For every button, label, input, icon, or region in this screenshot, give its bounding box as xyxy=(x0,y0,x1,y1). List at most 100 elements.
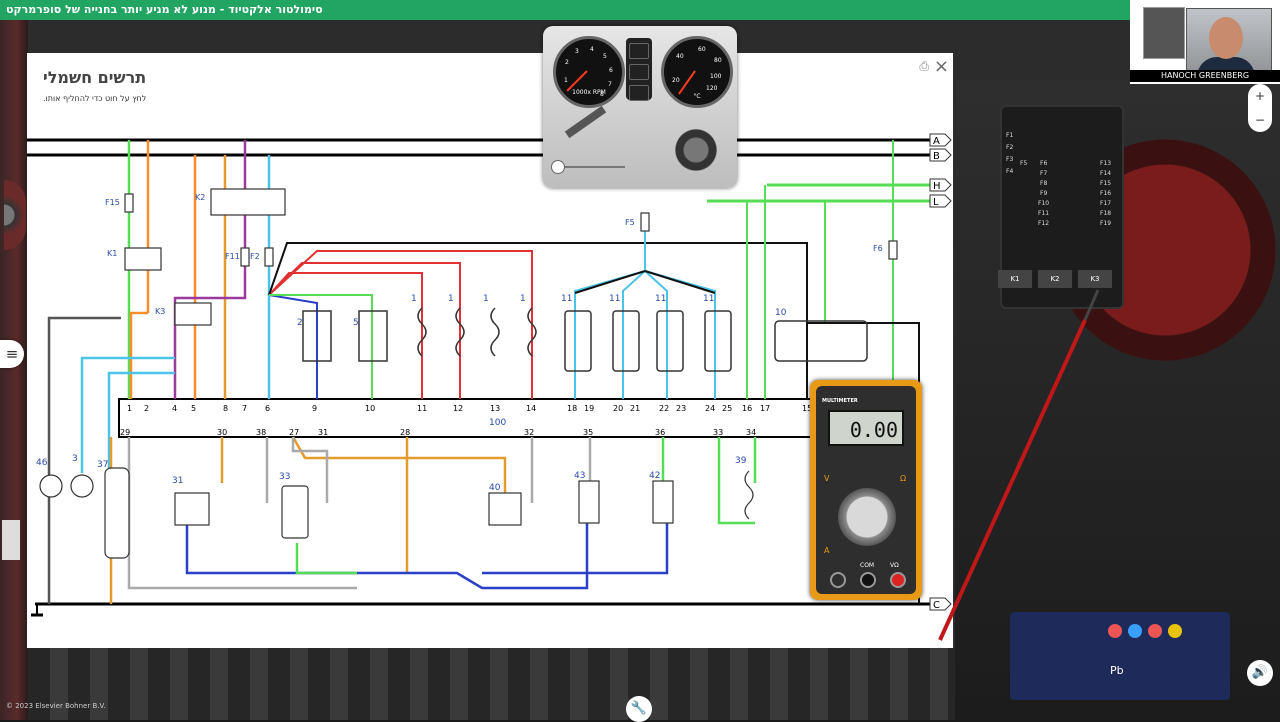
wire-blue-2[interactable] xyxy=(185,523,589,590)
battery-warning-icon xyxy=(629,43,649,59)
dashboard-slider[interactable] xyxy=(555,166,625,168)
injector-11-d[interactable] xyxy=(704,310,732,372)
fuse-f11[interactable] xyxy=(240,247,250,267)
fuse-f18[interactable]: F18 xyxy=(1100,210,1112,217)
zoom-out-icon[interactable]: − xyxy=(1254,113,1266,127)
multimeter[interactable]: MULTIMETER 0.00 V Ω A COM VΩ xyxy=(810,380,922,600)
component-31[interactable] xyxy=(174,492,210,526)
fuse-f6[interactable] xyxy=(888,240,898,260)
sensor-2-body[interactable] xyxy=(302,310,332,362)
wire-gray-4[interactable] xyxy=(291,437,329,503)
fuse-f17[interactable]: F17 xyxy=(1100,200,1112,207)
fuse-f8[interactable]: F8 xyxy=(1040,180,1048,187)
fuse-f2[interactable]: F2 xyxy=(1006,144,1014,151)
fuse-f4[interactable]: F4 xyxy=(1006,168,1014,175)
wire-gray-2[interactable] xyxy=(127,437,357,590)
motor-46[interactable] xyxy=(39,474,63,498)
fuse-f14[interactable]: F14 xyxy=(1100,170,1112,177)
wire-blue-3[interactable] xyxy=(482,523,669,575)
wire-green-9[interactable] xyxy=(717,437,755,525)
sensor-43[interactable] xyxy=(578,480,600,524)
wire-red-3[interactable] xyxy=(268,272,423,399)
zoom-control[interactable]: + − xyxy=(1248,84,1272,132)
engine-warning-icon xyxy=(629,64,649,80)
component-33[interactable] xyxy=(281,485,309,539)
relay-k3[interactable] xyxy=(174,302,212,326)
ecu-box[interactable] xyxy=(118,398,820,438)
coil-1[interactable] xyxy=(417,307,427,357)
relay-k2[interactable] xyxy=(210,188,286,216)
coil-2[interactable] xyxy=(455,307,465,357)
wire-red-2[interactable] xyxy=(268,262,461,399)
menu-icon[interactable]: ≡ xyxy=(0,340,24,368)
wire-green-2[interactable] xyxy=(269,294,373,399)
wire-cyan-injectors[interactable] xyxy=(574,213,716,399)
fusebox-relay-k3[interactable]: K3 xyxy=(1078,270,1112,288)
component-10[interactable] xyxy=(774,320,868,362)
coil-4[interactable] xyxy=(527,307,537,357)
wire-purple-1[interactable] xyxy=(173,140,247,399)
ignition-switch[interactable] xyxy=(675,129,717,171)
fuse-f19[interactable]: F19 xyxy=(1100,220,1112,227)
wrench-icon[interactable]: 🔧 xyxy=(626,696,652,722)
component-37[interactable] xyxy=(104,467,130,559)
sensor-42[interactable] xyxy=(652,480,674,524)
bus-connector-l[interactable]: L xyxy=(929,194,952,208)
fuse-f6[interactable]: F6 xyxy=(1040,160,1048,167)
multimeter-jack-vohm[interactable] xyxy=(890,572,906,588)
wire-gray-1[interactable] xyxy=(47,316,121,604)
wire-black-1[interactable] xyxy=(268,242,808,399)
fusebox-relay-k2[interactable]: K2 xyxy=(1038,270,1072,288)
fuse-f9[interactable]: F9 xyxy=(1040,190,1048,197)
fuse-f11[interactable]: F11 xyxy=(1038,210,1050,217)
wire-orange-6[interactable] xyxy=(291,436,507,503)
battery-label: Pb xyxy=(1110,664,1124,677)
fuse-f3[interactable]: F3 xyxy=(1006,156,1014,163)
pin-label: 28 xyxy=(400,428,410,437)
fuse-f12[interactable]: F12 xyxy=(1038,220,1050,227)
injector-11-a[interactable] xyxy=(564,310,592,372)
multimeter-jack-com[interactable] xyxy=(860,572,876,588)
coil-3[interactable] xyxy=(490,307,500,357)
fuse-f5[interactable] xyxy=(640,212,650,232)
sensor-5-body[interactable] xyxy=(358,310,388,362)
multimeter-jack-a[interactable] xyxy=(830,572,846,588)
bus-connector-c[interactable]: C xyxy=(929,597,952,611)
relay-k1[interactable] xyxy=(124,247,162,271)
ignition-key[interactable] xyxy=(564,105,607,139)
fuse-f16[interactable]: F16 xyxy=(1100,190,1112,197)
bus-connector-a[interactable]: A xyxy=(929,133,952,147)
injector-11-b[interactable] xyxy=(612,310,640,372)
print-icon[interactable]: ⎙ xyxy=(919,59,929,73)
dashboard-slider-knob[interactable] xyxy=(551,160,565,174)
bus-connector-b[interactable]: B xyxy=(929,148,952,162)
fuse-f1[interactable]: F1 xyxy=(1006,132,1014,139)
fuse-f15[interactable]: F15 xyxy=(1100,180,1112,187)
fuse-f5[interactable]: F5 xyxy=(1020,160,1028,167)
fuse-f2[interactable] xyxy=(264,247,274,267)
motor-3[interactable] xyxy=(70,474,94,498)
fuse-f13[interactable]: F13 xyxy=(1100,160,1112,167)
wire-cyan-3[interactable] xyxy=(107,371,175,473)
bus-connector-h[interactable]: H xyxy=(929,178,952,192)
wire-green-7[interactable] xyxy=(295,543,357,575)
speaker-icon[interactable]: 🔊 xyxy=(1247,660,1273,686)
fuse-f15[interactable] xyxy=(124,193,134,213)
battery[interactable]: Pb xyxy=(1010,612,1230,700)
pin-label: 34 xyxy=(746,428,756,437)
fusebox-relay-k1[interactable]: K1 xyxy=(998,270,1032,288)
wire-blue-1[interactable] xyxy=(268,294,318,399)
close-icon[interactable]: × xyxy=(933,56,949,77)
wiring-schematic[interactable]: A B H L C 100 1 2 4 5 8 7 6 9 xyxy=(27,53,953,648)
injector-11-c[interactable] xyxy=(656,310,684,372)
component-40[interactable] xyxy=(488,492,522,526)
zoom-in-icon[interactable]: + xyxy=(1254,89,1266,103)
coil-39[interactable] xyxy=(744,470,754,520)
multimeter-dial[interactable] xyxy=(838,488,896,546)
fuse-f7[interactable]: F7 xyxy=(1040,170,1048,177)
dashboard-cluster[interactable]: 1 2 3 4 5 6 7 8 1000x RPM 20 40 60 80 10… xyxy=(543,26,737,188)
wire-cyan-2[interactable] xyxy=(80,356,175,473)
wire-black-injectors[interactable] xyxy=(574,270,716,294)
pin-label: 30 xyxy=(217,428,227,437)
fuse-f10[interactable]: F10 xyxy=(1038,200,1050,207)
